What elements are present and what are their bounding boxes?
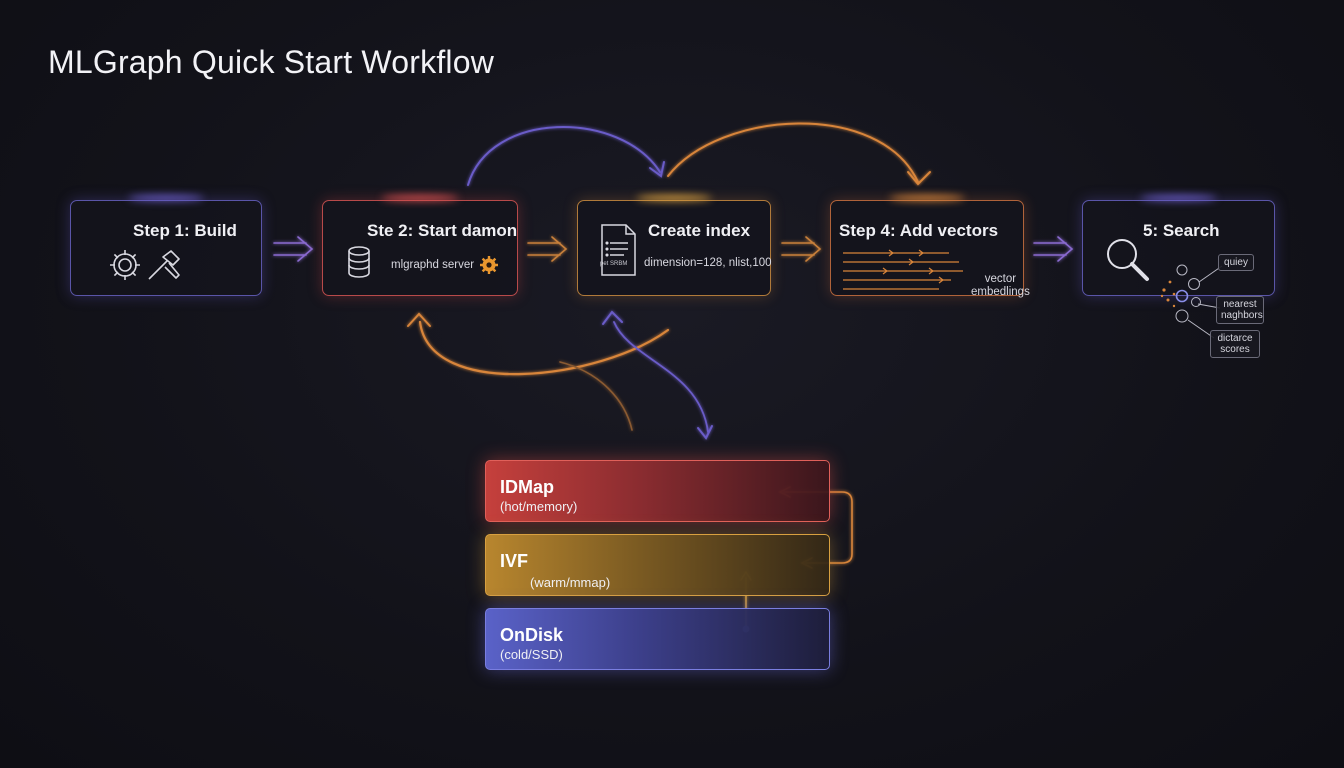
tier-idmap-name: IDMap (500, 477, 554, 497)
vector-flow-icon (843, 249, 963, 290)
step-4-label-line-2: embedlings (971, 286, 1030, 298)
step-3-params: dimension=128, nlist,100 (644, 257, 772, 269)
tier-ivf[interactable]: IVF (warm/mmap) (485, 534, 830, 596)
document-icon (601, 224, 636, 276)
step-5-title: 5: Search (1143, 221, 1220, 240)
step-4-label-1: vector embedlings (971, 273, 1030, 299)
arc-head-e (697, 425, 713, 440)
step-3-card[interactable]: Create index pet SRBM dimension=128, nli… (577, 195, 772, 296)
step-4-card[interactable]: Step 4: Add vectors vector embedlings (830, 195, 1030, 298)
gear-icon (480, 256, 498, 274)
tier-ondisk-sub: (cold/SSD) (500, 647, 563, 662)
chevron-1-2 (273, 236, 314, 262)
arc-head-b (907, 171, 931, 186)
tier-ivf-name: IVF (500, 551, 529, 571)
document-label: pet SRBM (600, 261, 628, 267)
arc-head-d (602, 310, 623, 325)
arc-step3-to-step4 (667, 122, 919, 183)
gear-icon (110, 250, 140, 280)
page-title: MLGraph Quick Start Workflow (48, 44, 495, 80)
tier-idmap-sub: (hot/memory) (500, 499, 578, 514)
hammer-icon (148, 250, 180, 280)
tier-idmap[interactable]: IDMap (hot/memory) (485, 460, 830, 522)
arc-head-c (407, 312, 431, 327)
arc-orange-down (559, 361, 633, 431)
chevron-3-4 (781, 236, 822, 262)
arc-head-a (649, 161, 665, 178)
arc-return-step3 (613, 321, 709, 433)
tier-ondisk[interactable]: OnDisk (cold/SSD) (485, 608, 830, 670)
step-1-title: Step 1: Build (133, 221, 237, 240)
step-4-title: Step 4: Add vectors (839, 221, 999, 240)
search-tag-neighbors: nearest naghbors (1216, 296, 1264, 324)
tier-ivf-sub: (warm/mmap) (530, 575, 611, 590)
step-2-card[interactable]: Ste 2: Start damon mlgraphd server (322, 195, 518, 296)
search-tag-query: quiey (1218, 254, 1254, 271)
chevron-4-5 (1033, 236, 1074, 262)
chevron-2-3 (527, 236, 568, 262)
tier-ondisk-name: OnDisk (500, 625, 564, 645)
arc-return-step2 (418, 320, 670, 376)
step-5-card[interactable]: 5: Search (1082, 195, 1275, 296)
arc-step2-to-step3 (467, 126, 661, 186)
search-tag-scores: dictarce scores (1210, 330, 1260, 358)
magnifier-icon (1107, 239, 1149, 281)
step-2-title: Ste 2: Start damon (367, 221, 518, 240)
database-icon (348, 246, 370, 278)
step-1-card[interactable]: Step 1: Build (70, 195, 262, 296)
step-2-command: mlgraphd server (391, 259, 475, 271)
step-3-title: Create index (648, 221, 751, 240)
step-4-label-line-1: vector (984, 273, 1017, 285)
